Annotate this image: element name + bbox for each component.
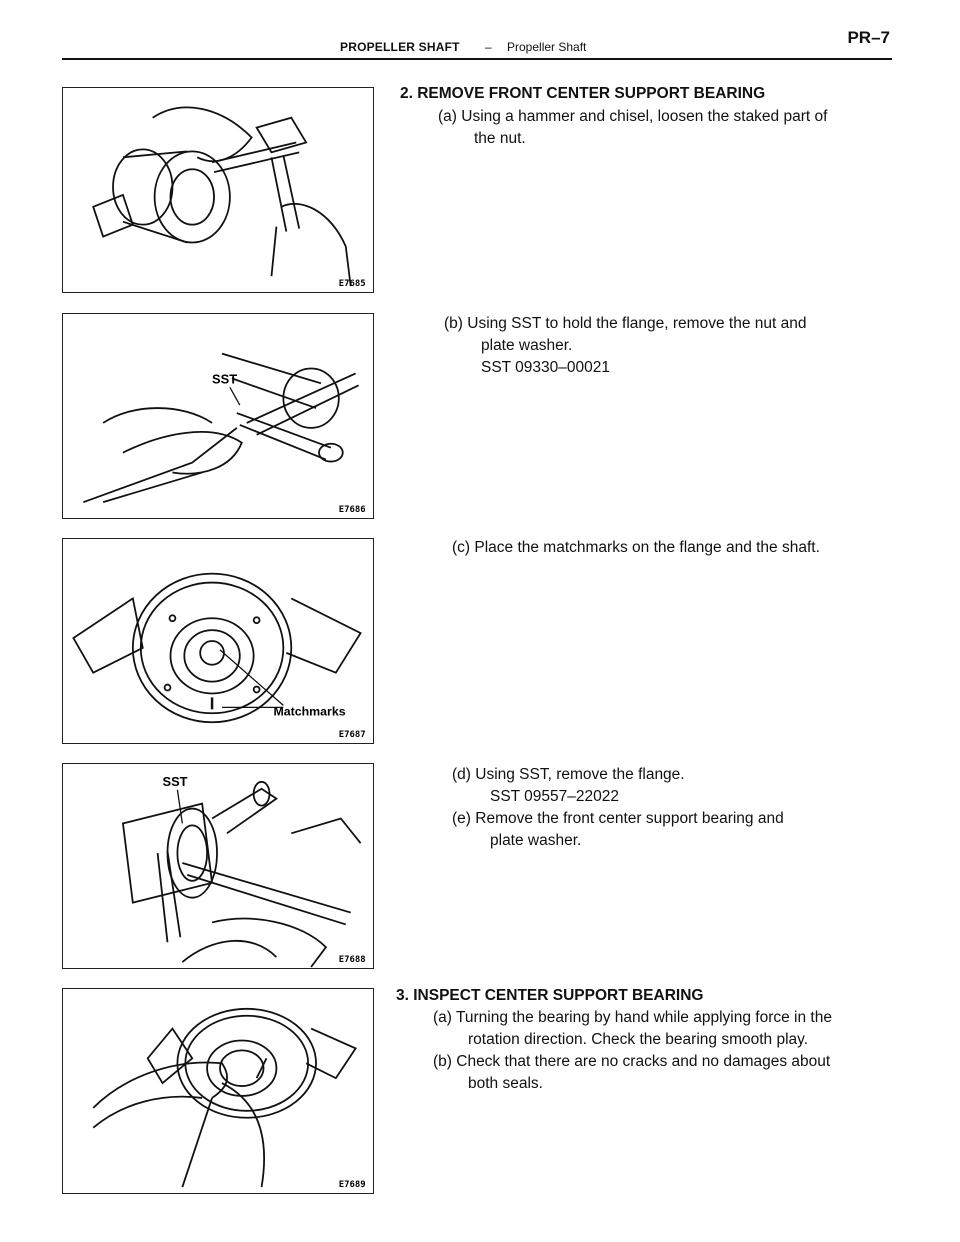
figure-hammer-chisel: E7685 (62, 87, 374, 293)
figure-code: E7685 (339, 279, 366, 289)
hammer-chisel-illustration: E7685 (92, 106, 366, 289)
sst-leader-line (176, 789, 183, 824)
step-2b-line-2: plate washer. (481, 337, 573, 354)
matchmarks-leader-line (219, 649, 284, 708)
step-2b-line-1: (b) Using SST to hold the flange, remove… (444, 315, 807, 332)
figure-matchmarks: Matchmarks E7687 (62, 538, 374, 744)
step-2d-sst-number: SST 09557–22022 (490, 788, 619, 805)
step-2d-line-1: (d) Using SST, remove the flange. (452, 766, 685, 783)
step-2-heading: 2. REMOVE FRONT CENTER SUPPORT BEARING (400, 85, 766, 102)
step-2a-line-1: (a) Using a hammer and chisel, loosen th… (438, 108, 828, 125)
sst-hold-flange-illustration: SST E7686 (83, 352, 366, 515)
figure-code: E7689 (339, 1180, 366, 1190)
matchmarks-illustration: Matchmarks E7687 (72, 572, 366, 740)
sst-leader-line (229, 386, 241, 406)
matchmarks-callout: Matchmarks (273, 704, 345, 718)
step-2a-line-2: the nut. (474, 130, 526, 147)
header-subsection-title: Propeller Shaft (507, 40, 587, 54)
header-rule (62, 58, 892, 60)
figure-sst-remove-flange: SST E7688 (62, 763, 374, 969)
figure-code: E7687 (339, 730, 366, 740)
sst-callout: SST (163, 774, 188, 789)
step-3a-line-2: rotation direction. Check the bearing sm… (468, 1031, 809, 1048)
step-3b-line-1: (b) Check that there are no cracks and n… (433, 1053, 831, 1070)
step-3a-line-1: (a) Turning the bearing by hand while ap… (433, 1009, 832, 1026)
page-number: PR–7 (847, 28, 890, 47)
step-3-heading: 3. INSPECT CENTER SUPPORT BEARING (396, 987, 704, 1004)
figure-sst-hold-flange: SST E7686 (62, 313, 374, 519)
figure-inspect-bearing: E7689 (62, 988, 374, 1194)
inspect-bearing-illustration: E7689 (92, 1007, 366, 1190)
step-2c-line-1: (c) Place the matchmarks on the flange a… (452, 539, 820, 556)
figure-code: E7688 (339, 955, 366, 965)
figure-code: E7686 (339, 505, 366, 515)
sst-remove-flange-illustration: SST E7688 (121, 774, 366, 968)
sst-callout: SST (212, 371, 237, 386)
header-separator: – (485, 40, 492, 54)
header-section-title: PROPELLER SHAFT (340, 40, 460, 54)
step-2b-sst-number: SST 09330–00021 (481, 359, 610, 376)
step-2e-line-1: (e) Remove the front center support bear… (452, 810, 784, 827)
step-3b-line-2: both seals. (468, 1075, 543, 1092)
step-2e-line-2: plate washer. (490, 832, 582, 849)
